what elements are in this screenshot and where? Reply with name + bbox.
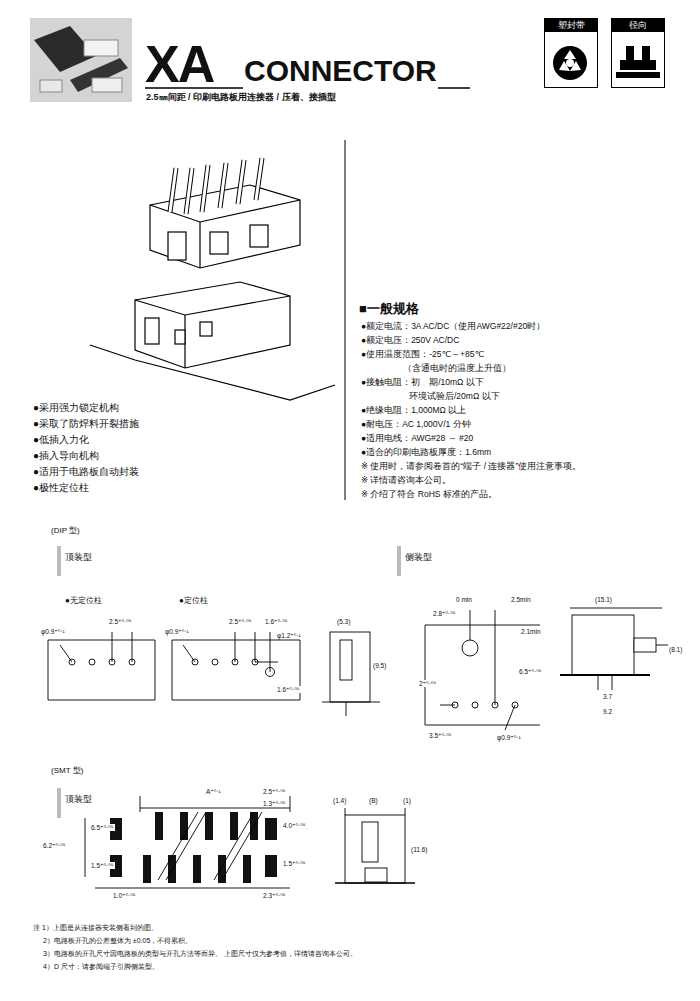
spec-heading: ■一般规格	[358, 302, 420, 317]
feature: ●采取了防焊料开裂措施	[32, 418, 140, 430]
dimension: 6.5⁺⁰·⁰⁵	[518, 668, 543, 675]
section-heading: 顶装型	[64, 794, 93, 804]
icon-box: 塑封带	[544, 18, 598, 88]
radial-icon	[616, 72, 660, 78]
spec: ●使用温度范围：-25℃～+85℃	[360, 350, 485, 360]
pcb-hole-pattern	[172, 632, 300, 700]
footnote: 注 1）上图是从连接器安装侧看到的图。	[32, 924, 159, 932]
dimension: (5.3)	[336, 618, 351, 625]
connector-3d	[90, 158, 335, 400]
spec: ●接触电阻：初 期/10mΩ 以下	[360, 378, 485, 388]
smt-side-view	[335, 808, 415, 883]
dimension: (15.1)	[594, 596, 613, 603]
dimension: 6.2⁺⁰·⁰⁵	[42, 842, 67, 849]
reel-cutouts	[559, 50, 581, 71]
feature: ●适用于电路板自动封装	[32, 466, 140, 478]
spec: ●额定电流：3A AC/DC（使用AWG#22/#20时）	[360, 322, 546, 332]
dimension: 1.0⁺⁰·⁰⁵	[112, 892, 137, 899]
feature: ●插入导向机构	[32, 450, 100, 462]
dimension: 2.3⁺⁰·⁰⁵	[262, 892, 287, 899]
spec: （含通电时的温度上升值）	[402, 364, 512, 374]
smt-pad-layout	[85, 796, 290, 888]
spec: ●额定电压：250V AC/DC	[360, 336, 460, 346]
dimension: 1.5⁺⁰·⁰⁵	[282, 860, 307, 867]
dimension: 3.5⁺⁰·⁰⁵	[428, 732, 453, 739]
connector-side-mount-view	[560, 608, 668, 690]
section-heading: (DIP 型)	[50, 526, 81, 535]
dimension: 2.5⁺⁰·⁰⁵	[228, 618, 253, 625]
dimension: φ0.9⁺⁰·¹	[496, 734, 522, 741]
housing-photo	[84, 40, 118, 56]
cable	[70, 58, 128, 92]
spec: ●耐电压：AC 1,000V/1 分钟	[360, 420, 472, 430]
dimension: (1.4)	[332, 797, 347, 804]
header-photo	[40, 80, 62, 92]
spec: ●适合的印刷电路板厚度：1.6mm	[360, 448, 492, 458]
dimension: (8.1)	[668, 646, 683, 653]
reel-icon	[553, 46, 587, 80]
spec: ●绝缘电阻：1,000MΩ 以上	[360, 406, 467, 416]
note: ※ 使用时，请参阅卷首的“端子 / 连接器”使用注意事项。	[360, 462, 582, 472]
section-bar	[57, 788, 61, 818]
footnote: 4）D 尺寸：请参阅端子引脚侧装型。	[42, 963, 160, 971]
subtitle: 2.5㎜间距 / 印刷电路板用连接器 / 压着、接插型	[145, 92, 337, 102]
section-heading: 顶装型	[64, 552, 93, 562]
icon-label: 塑封带	[545, 19, 597, 32]
dimension: 2.5min	[510, 596, 532, 603]
dimension: 3.7	[602, 693, 613, 700]
dimension: 1.3⁺⁰·⁰⁵	[262, 800, 287, 807]
dimension: A⁺⁰·¹	[205, 788, 222, 795]
icon-label: 径向	[612, 19, 664, 32]
footnote: 2）电路板开孔的公差整体为 ±0.05，不得累积。	[42, 937, 193, 945]
icon-box: 径向	[611, 18, 665, 88]
section-bar	[57, 546, 61, 576]
variant-label: ●定位柱	[178, 596, 209, 605]
dimension: 2.1min	[520, 628, 542, 635]
section-heading: (SMT 型)	[50, 766, 84, 775]
dimension: 0 min	[455, 596, 473, 603]
feature: ●低插入力化	[32, 434, 90, 446]
title: XA	[145, 38, 213, 90]
dimension: 1.6⁺⁰·⁰⁵	[276, 686, 301, 693]
feature: ●极性定位柱	[32, 482, 90, 494]
dimension: 2⁺⁰·⁰⁵	[418, 680, 437, 687]
radial-icon	[626, 46, 634, 60]
dimension: 4.0⁺⁰·⁰⁵	[282, 822, 307, 829]
radial-icon	[620, 60, 656, 70]
radial-icon	[642, 46, 650, 60]
dimension: 2.8⁺⁰·⁰⁵	[432, 610, 457, 617]
section-bar	[397, 546, 401, 576]
note: ※ 详情请咨询本公司。	[360, 476, 452, 486]
footnote: 3）电路板的开孔尺寸因电路板的类型与开孔方法等而异。 上图尺寸仅为参考值，详情请…	[42, 950, 358, 958]
feature: ●采用强力锁定机构	[32, 402, 120, 414]
dimension: 1.6⁺⁰·⁰⁵	[264, 618, 289, 625]
reel-hub	[566, 59, 574, 67]
dimension: 6.5⁺⁰·⁰⁵	[90, 824, 115, 831]
connector-side-view	[322, 632, 380, 716]
pcb-hole-pattern	[48, 632, 155, 700]
column-divider	[345, 140, 346, 500]
dimension: φ1.2⁺⁰·¹	[276, 632, 302, 639]
spec: ●适用电线：AWG#28 ～ #20	[360, 434, 474, 444]
title-word: CONNECTOR	[243, 54, 438, 89]
dimension: 2.5⁺⁰·⁰⁵	[108, 618, 133, 625]
dimension: (1)	[402, 797, 412, 804]
dimension: 1.5⁺⁰·⁰⁵	[90, 862, 115, 869]
dimension: (B)	[368, 797, 379, 804]
note: ※ 介绍了符合 RoHS 标准的产品。	[360, 490, 498, 500]
dimension: φ0.9⁺⁰·¹	[40, 628, 66, 635]
dimension: φ0.9⁺⁰·¹	[164, 628, 190, 635]
spec: 环境试验后/20mΩ 以下	[408, 392, 501, 402]
header-photo	[92, 78, 122, 92]
dimension: (11.6)	[410, 846, 429, 853]
dimension: 2.5⁺⁰·⁰⁵	[262, 788, 287, 795]
product-photo	[30, 18, 132, 102]
dimension: (9.5)	[372, 662, 387, 669]
dimension: 9.2	[602, 708, 613, 715]
variant-label: ●无定位柱	[64, 596, 103, 605]
section-heading: 侧装型	[404, 552, 433, 562]
